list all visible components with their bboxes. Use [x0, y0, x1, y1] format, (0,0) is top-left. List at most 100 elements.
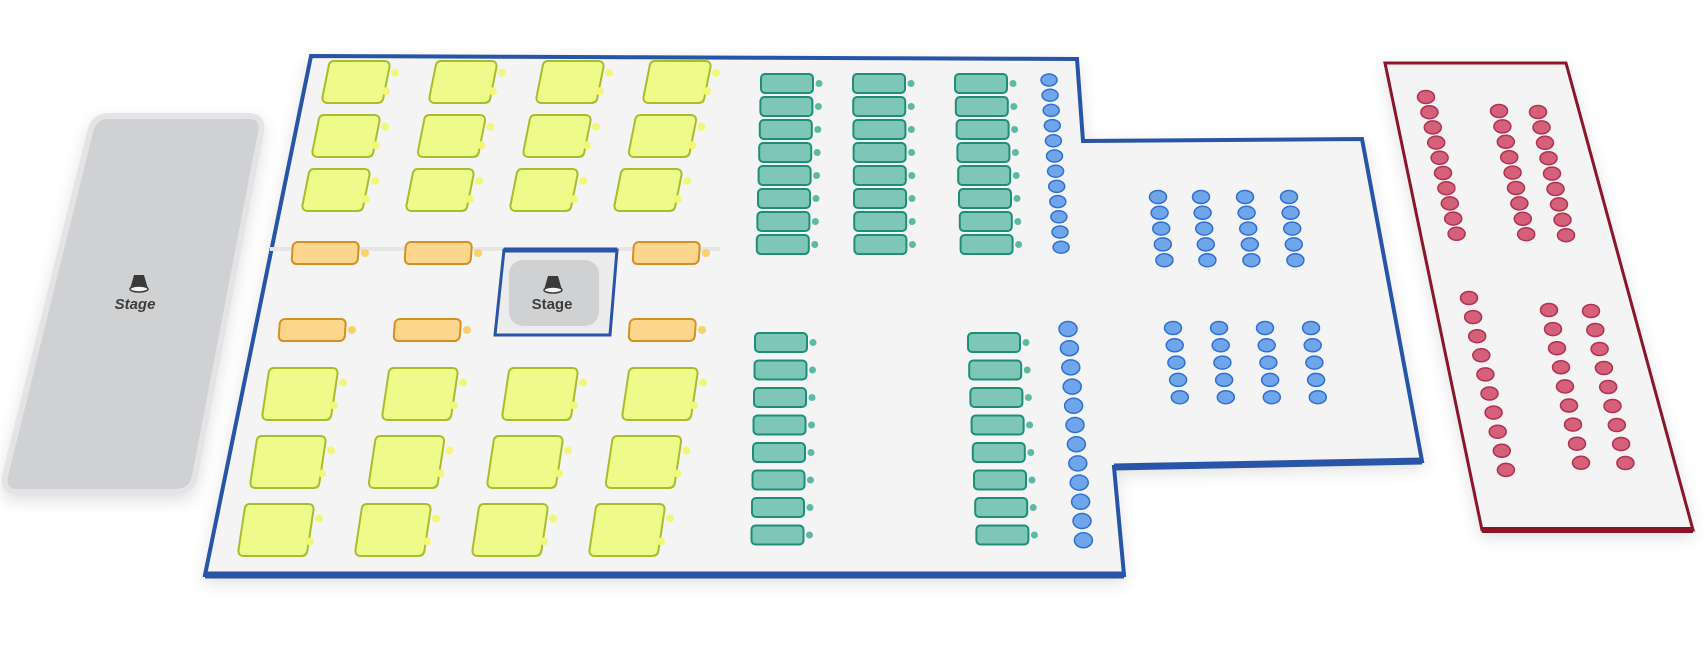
- red-seat[interactable]: [1546, 181, 1565, 197]
- red-seat[interactable]: [1543, 321, 1563, 337]
- blue-seat[interactable]: [1061, 359, 1081, 376]
- blue-seat[interactable]: [1308, 389, 1328, 405]
- blue-seat[interactable]: [1155, 252, 1174, 268]
- teal-seat[interactable]: [751, 469, 815, 491]
- teal-seat[interactable]: [956, 142, 1019, 163]
- red-seat[interactable]: [1594, 360, 1614, 376]
- teal-seat[interactable]: [750, 524, 814, 546]
- red-seat[interactable]: [1559, 398, 1579, 413]
- red-seat[interactable]: [1447, 226, 1466, 242]
- teal-seat[interactable]: [974, 497, 1037, 518]
- red-seat[interactable]: [1510, 196, 1529, 211]
- table[interactable]: [642, 60, 720, 104]
- teal-seat[interactable]: [754, 332, 817, 353]
- red-seat[interactable]: [1496, 134, 1516, 150]
- blue-seat[interactable]: [1198, 252, 1217, 268]
- blue-seat[interactable]: [1191, 189, 1211, 205]
- red-seat[interactable]: [1489, 103, 1509, 119]
- orange-seat[interactable]: [631, 241, 710, 265]
- red-seat[interactable]: [1603, 398, 1622, 414]
- blue-seat[interactable]: [1066, 435, 1087, 453]
- red-seat[interactable]: [1459, 290, 1479, 306]
- blue-seat[interactable]: [1260, 372, 1280, 388]
- blue-seat[interactable]: [1240, 237, 1260, 252]
- blue-seat[interactable]: [1262, 389, 1282, 405]
- red-seat[interactable]: [1590, 341, 1609, 357]
- blue-seat[interactable]: [1042, 103, 1060, 118]
- blue-seat[interactable]: [1213, 355, 1232, 370]
- red-seat[interactable]: [1616, 455, 1635, 471]
- orange-seat[interactable]: [403, 241, 482, 265]
- red-seat[interactable]: [1488, 424, 1507, 439]
- red-seat[interactable]: [1467, 328, 1487, 344]
- red-seat[interactable]: [1420, 104, 1439, 120]
- blue-seat[interactable]: [1303, 338, 1322, 353]
- red-seat[interactable]: [1443, 211, 1463, 226]
- blue-seat[interactable]: [1040, 73, 1058, 87]
- red-seat[interactable]: [1463, 309, 1483, 325]
- teal-seat[interactable]: [852, 96, 915, 117]
- orange-seat[interactable]: [392, 318, 471, 342]
- table[interactable]: [604, 435, 691, 489]
- blue-seat[interactable]: [1238, 221, 1258, 236]
- table[interactable]: [613, 168, 691, 212]
- red-seat[interactable]: [1423, 120, 1443, 135]
- teal-seat[interactable]: [853, 188, 916, 209]
- table[interactable]: [405, 168, 483, 212]
- red-seat[interactable]: [1516, 226, 1536, 242]
- red-seat[interactable]: [1480, 386, 1499, 401]
- red-seat[interactable]: [1492, 443, 1512, 459]
- blue-seat[interactable]: [1284, 237, 1304, 252]
- teal-seat[interactable]: [852, 73, 915, 94]
- teal-seat[interactable]: [760, 73, 823, 94]
- table[interactable]: [627, 114, 706, 158]
- red-seat[interactable]: [1513, 211, 1533, 227]
- blue-seat[interactable]: [1235, 189, 1255, 205]
- center-stage[interactable]: Stage: [493, 247, 619, 337]
- blue-seat[interactable]: [1043, 118, 1062, 133]
- red-seat[interactable]: [1532, 120, 1551, 135]
- table[interactable]: [381, 367, 467, 421]
- blue-seat[interactable]: [1072, 512, 1092, 530]
- table[interactable]: [237, 503, 323, 557]
- red-seat[interactable]: [1484, 405, 1503, 420]
- red-seat[interactable]: [1551, 360, 1571, 375]
- blue-seat[interactable]: [1237, 205, 1256, 221]
- red-seat[interactable]: [1571, 455, 1591, 471]
- blue-seat[interactable]: [1046, 164, 1065, 178]
- blue-seat[interactable]: [1255, 320, 1275, 336]
- table[interactable]: [428, 60, 506, 104]
- teal-seat[interactable]: [973, 469, 1036, 491]
- red-seat[interactable]: [1440, 196, 1460, 211]
- table[interactable]: [321, 60, 399, 104]
- blue-seat[interactable]: [1170, 389, 1190, 405]
- red-seat[interactable]: [1555, 379, 1575, 394]
- blue-seat[interactable]: [1062, 378, 1082, 395]
- blue-seat[interactable]: [1052, 240, 1070, 254]
- blue-seat[interactable]: [1068, 455, 1088, 472]
- red-seat[interactable]: [1553, 212, 1572, 228]
- orange-seat[interactable]: [277, 318, 356, 342]
- table[interactable]: [301, 168, 379, 212]
- blue-seat[interactable]: [1209, 320, 1229, 336]
- blue-seat[interactable]: [1281, 205, 1300, 221]
- teal-seat[interactable]: [954, 96, 1018, 117]
- red-seat[interactable]: [1426, 135, 1446, 150]
- blue-seat[interactable]: [1050, 210, 1068, 224]
- teal-seat[interactable]: [757, 165, 821, 186]
- teal-seat[interactable]: [968, 359, 1031, 381]
- teal-seat[interactable]: [753, 387, 816, 408]
- blue-seat[interactable]: [1070, 493, 1091, 511]
- red-seat[interactable]: [1528, 104, 1548, 120]
- teal-seat[interactable]: [852, 165, 916, 186]
- table[interactable]: [261, 367, 347, 421]
- red-seat[interactable]: [1539, 302, 1559, 318]
- red-seat[interactable]: [1476, 367, 1495, 382]
- teal-seat[interactable]: [959, 234, 1023, 255]
- teal-seat[interactable]: [759, 96, 822, 117]
- teal-seat[interactable]: [954, 73, 1017, 94]
- red-seat[interactable]: [1586, 322, 1605, 338]
- blue-seat[interactable]: [1058, 320, 1078, 338]
- red-seat[interactable]: [1547, 340, 1567, 356]
- blue-seat[interactable]: [1069, 474, 1089, 491]
